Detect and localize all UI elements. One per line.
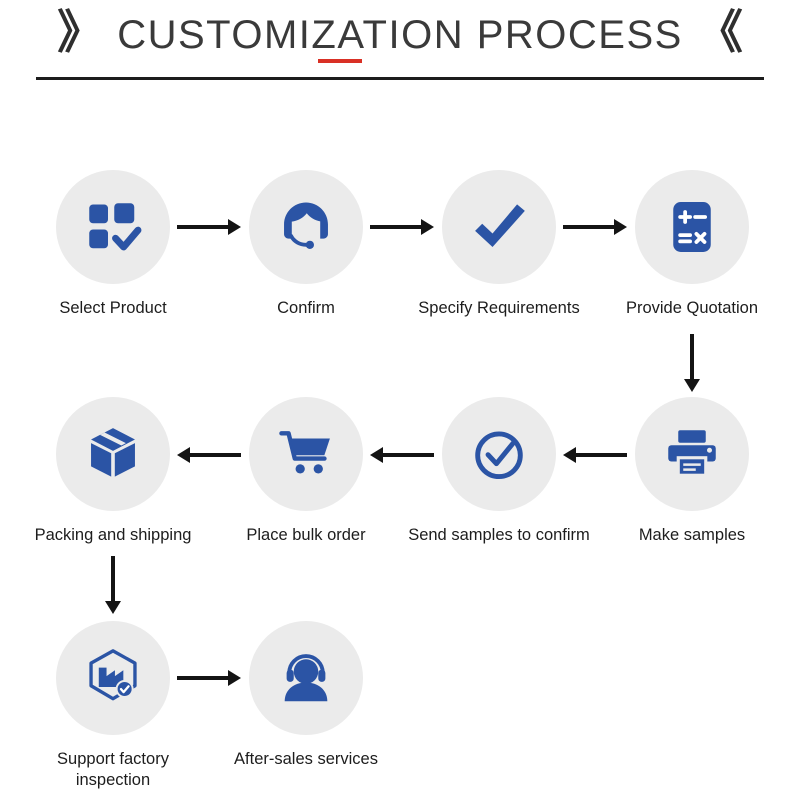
step-label: Packing and shipping: [34, 526, 192, 544]
headset-person-icon: [284, 654, 328, 702]
title-accent-underline: [318, 59, 362, 63]
step-circle: [249, 621, 363, 735]
step-label: Specify Requirements: [418, 299, 580, 317]
arrow-down-icon: [105, 556, 121, 614]
arrow-left-icon: [563, 447, 627, 463]
step-circle: [635, 170, 749, 284]
arrow-right-icon: [177, 670, 241, 686]
package-icon: [91, 428, 135, 477]
step-label: Support factory inspection: [57, 750, 169, 789]
step-confirm: Confirm: [206, 170, 406, 319]
step-label: Select Product: [59, 299, 167, 317]
step-label: Send samples to confirm: [408, 526, 590, 544]
step-provide-quotation: Provide Quotation: [592, 170, 792, 319]
check-circle-icon: [475, 431, 523, 480]
step-circle: [56, 621, 170, 735]
step-send-samples-to-confirm: Send samples to confirm: [399, 397, 599, 546]
right-double-chevron-icon: 《: [696, 6, 743, 58]
step-circle: [56, 170, 170, 284]
step-label: After-sales services: [234, 750, 378, 768]
arrow-right-icon: [563, 219, 627, 235]
arrow-right-icon: [370, 219, 434, 235]
cart-icon: [279, 431, 330, 474]
step-circle: [249, 397, 363, 511]
step-label: Make samples: [638, 526, 746, 544]
checkmark-icon: [475, 204, 525, 248]
step-circle: [442, 397, 556, 511]
arrow-down-icon: [684, 334, 700, 392]
step-select-product: Select Product: [13, 170, 213, 319]
step-specify-requirements: Specify Requirements: [399, 170, 599, 319]
step-make-samples: Make samples: [592, 397, 792, 546]
step-label: Confirm: [277, 299, 335, 317]
page-title: 》 CUSTOMIZATION PROCESS 《: [0, 6, 800, 58]
factory-inspection-icon: [89, 649, 137, 701]
arrow-left-icon: [177, 447, 241, 463]
step-circle: [635, 397, 749, 511]
step-circle: [442, 170, 556, 284]
printer-icon: [668, 430, 716, 477]
step-label: Provide Quotation: [625, 299, 759, 317]
title-text: CUSTOMIZATION PROCESS: [117, 12, 683, 57]
arrow-right-icon: [177, 219, 241, 235]
step-circle: [56, 397, 170, 511]
title-divider: [36, 77, 764, 80]
left-double-chevron-icon: 》: [57, 6, 104, 58]
step-packing-and-shipping: Packing and shipping: [13, 397, 213, 546]
step-label: Place bulk order: [246, 526, 366, 544]
step-support-factory-inspection: Support factory inspection: [13, 621, 213, 790]
step-circle: [249, 170, 363, 284]
calculator-icon: [673, 202, 711, 252]
support-agent-icon: [284, 202, 328, 249]
grid-check-icon: [89, 203, 142, 251]
arrow-left-icon: [370, 447, 434, 463]
step-place-bulk-order: Place bulk order: [206, 397, 406, 546]
step-after-sales-services: After-sales services: [206, 621, 406, 770]
